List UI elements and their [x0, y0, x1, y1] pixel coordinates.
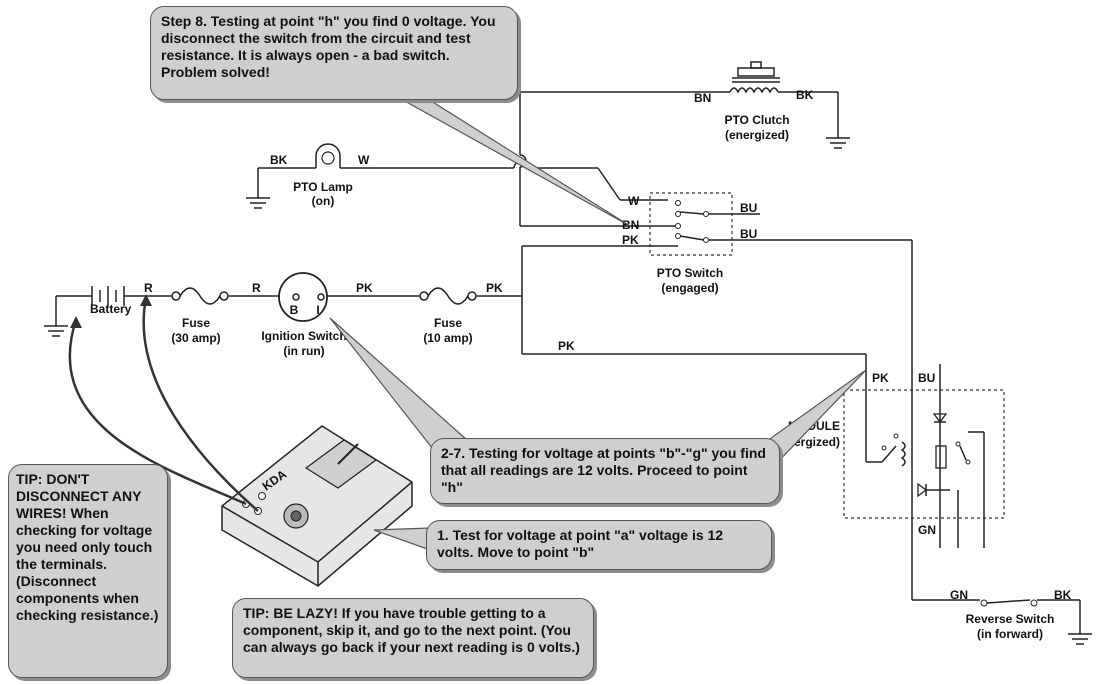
reverse-wire-gn: GN — [950, 588, 968, 602]
interlock-module — [843, 240, 1005, 600]
pto-lamp — [246, 143, 668, 209]
step1-callout: 1. Test for voltage at point "a" voltage… — [426, 520, 772, 570]
tip-lazy-callout: TIP: BE LAZY! If you have trouble gettin… — [232, 598, 594, 678]
module-input-bu: BU — [918, 371, 935, 385]
pto-clutch-state: (energized) — [725, 128, 789, 142]
reverse-wire-bk: BK — [1054, 588, 1072, 602]
pto-clutch-label: PTO Clutch — [724, 113, 789, 127]
switch-wire-bu1: BU — [740, 201, 757, 215]
module-input-pk: PK — [872, 371, 889, 385]
lamp-wire-w: W — [358, 153, 370, 167]
module-output-gn: GN — [918, 523, 936, 537]
reverse-switch-label: Reverse Switch — [966, 612, 1055, 626]
steps2-7-text: 2-7. Testing for voltage at points "b"-"… — [441, 445, 766, 495]
reverse-switch-state: (in forward) — [977, 627, 1043, 641]
supply-line — [44, 245, 882, 463]
multimeter — [221, 425, 413, 587]
reverse-switch — [912, 599, 1092, 645]
pto-lamp-label: PTO Lamp — [293, 180, 353, 194]
module-wire-pk: PK — [558, 339, 575, 353]
steps2-7-callout: 2-7. Testing for voltage at points "b"-"… — [430, 438, 780, 504]
clutch-wire — [519, 92, 678, 227]
fuse30-label: Fuse — [182, 316, 210, 330]
test-leads — [68, 294, 259, 512]
fuse10-wire-pk: PK — [486, 281, 503, 295]
switch-wire-w: W — [628, 194, 640, 208]
pto-clutch — [520, 61, 850, 149]
ignition-wire-pk: PK — [356, 281, 373, 295]
pto-switch-state: (engaged) — [661, 281, 718, 295]
tip-lazy-text: TIP: BE LAZY! If you have trouble gettin… — [243, 605, 580, 655]
ignition-switch-state: (in run) — [283, 344, 324, 358]
step1-text: 1. Test for voltage at point "a" voltage… — [437, 527, 724, 560]
switch-wire-pk: PK — [622, 233, 639, 247]
wire-label-bk: BK — [796, 88, 814, 102]
battery-wire-r: R — [144, 281, 153, 295]
switch-wire-bu2: BU — [740, 227, 757, 241]
tip-wires-text: TIP: DON'T DISCONNECT ANY WIRES! When ch… — [16, 471, 159, 623]
ignition-switch-label: Ignition Switch — [261, 329, 346, 343]
fuse10-label: Fuse — [434, 316, 462, 330]
ignition-terminal-b: B — [290, 303, 299, 317]
fuse-wire-r: R — [252, 281, 261, 295]
pto-switch — [600, 192, 912, 256]
ignition-terminal-i: I — [316, 303, 319, 317]
wire-label-bn: BN — [694, 91, 711, 105]
step8-callout: Step 8. Testing at point "h" you find 0 … — [150, 6, 518, 100]
tip-wires-callout: TIP: DON'T DISCONNECT ANY WIRES! When ch… — [8, 464, 168, 678]
fuse30-rating: (30 amp) — [171, 331, 220, 345]
step8-text: Step 8. Testing at point "h" you find 0 … — [161, 13, 496, 80]
lamp-wire-bk: BK — [270, 153, 288, 167]
pto-lamp-state: (on) — [312, 194, 335, 208]
switch-wire-bn: BN — [622, 218, 639, 232]
fuse10-rating: (10 amp) — [423, 331, 472, 345]
pto-switch-label: PTO Switch — [657, 266, 723, 280]
step8-pointer — [389, 93, 631, 227]
step1-pointer — [373, 527, 431, 551]
battery-label: Battery — [90, 302, 132, 316]
